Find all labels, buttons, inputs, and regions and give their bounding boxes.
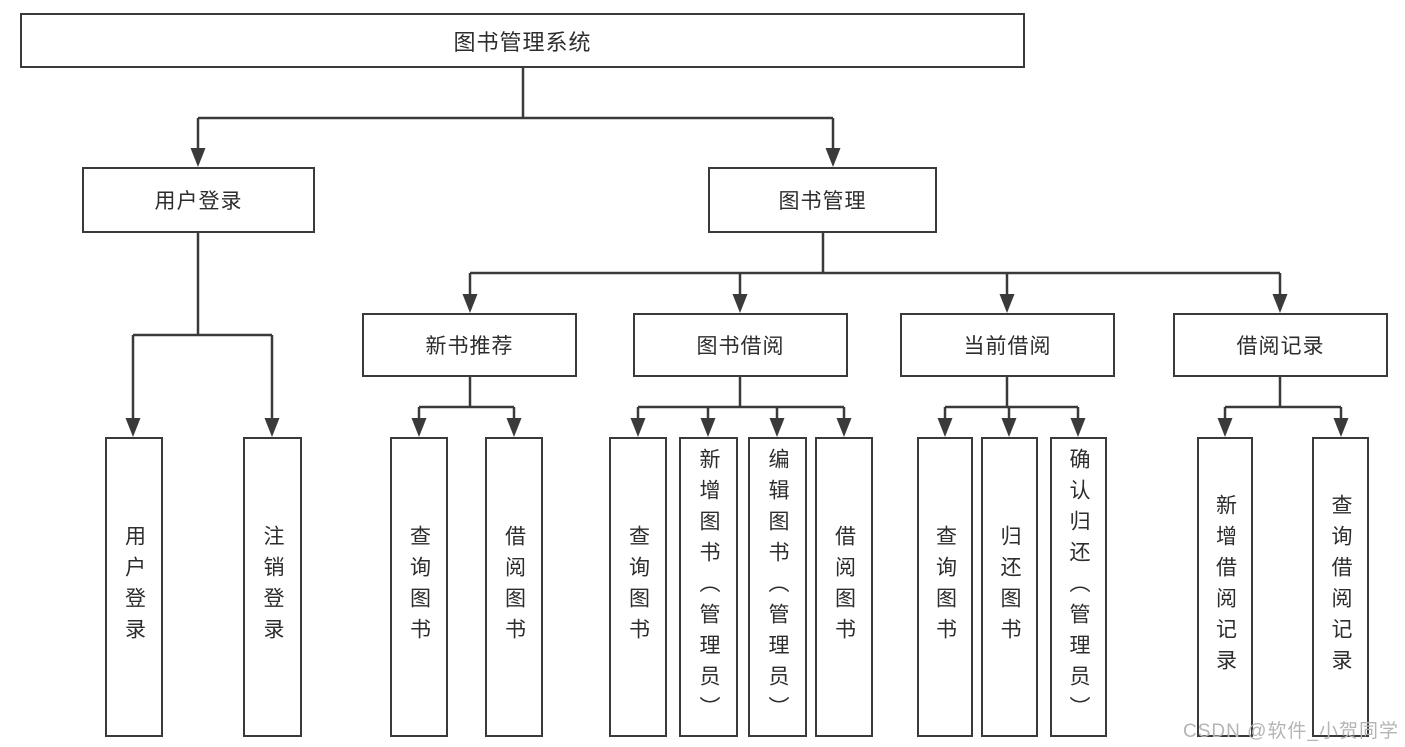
connector-book-borrow bbox=[630, 377, 852, 437]
node-book-borrow: 图书借阅 bbox=[633, 313, 848, 377]
arrowhead bbox=[190, 148, 206, 167]
leaf-return-book: 归还图书 bbox=[981, 437, 1038, 737]
leaf-query-books-current: 查询图书 bbox=[917, 437, 973, 737]
leaf-add-borrow-record: 新增借阅记录 bbox=[1197, 437, 1253, 737]
arrowhead bbox=[769, 418, 785, 437]
leaf-add-book-admin: 新增图书（管理员） bbox=[679, 437, 738, 737]
watermark: CSDN @软件_小贺同学 bbox=[1183, 721, 1399, 742]
node-book-mgmt: 图书管理 bbox=[708, 167, 937, 233]
arrowhead bbox=[411, 418, 427, 437]
arrowhead bbox=[630, 418, 646, 437]
connector-current-borrow bbox=[937, 377, 1086, 437]
arrowhead bbox=[1272, 294, 1288, 313]
arrowhead bbox=[1217, 418, 1233, 437]
arrowhead bbox=[506, 418, 522, 437]
arrowhead bbox=[462, 294, 478, 313]
leaf-query-books-borrow: 查询图书 bbox=[609, 437, 667, 737]
arrowhead bbox=[937, 418, 953, 437]
arrowhead bbox=[1333, 418, 1349, 437]
node-new-book-recommend: 新书推荐 bbox=[362, 313, 577, 377]
leaf-logout: 注销登录 bbox=[243, 437, 302, 737]
arrowhead bbox=[1070, 418, 1086, 437]
arrowhead bbox=[125, 418, 141, 437]
connector-user-login bbox=[125, 233, 280, 437]
arrowhead bbox=[700, 418, 716, 437]
leaf-borrow-books-2: 借阅图书 bbox=[815, 437, 873, 737]
leaf-query-borrow-record: 查询借阅记录 bbox=[1312, 437, 1369, 737]
connector-book-mgmt bbox=[462, 233, 1288, 313]
node-root-system: 图书管理系统 bbox=[20, 13, 1025, 68]
arrowhead bbox=[264, 418, 280, 437]
node-user-login: 用户登录 bbox=[82, 167, 315, 233]
leaf-query-books-recommend: 查询图书 bbox=[390, 437, 448, 737]
arrowhead bbox=[836, 418, 852, 437]
arrowhead bbox=[999, 294, 1015, 313]
connector-root bbox=[190, 68, 841, 167]
node-current-borrow: 当前借阅 bbox=[900, 313, 1115, 377]
leaf-confirm-return-admin: 确认归还（管理员） bbox=[1050, 437, 1107, 737]
arrowhead bbox=[1001, 418, 1017, 437]
leaf-edit-book-admin: 编辑图书（管理员） bbox=[748, 437, 807, 737]
arrowhead bbox=[732, 294, 748, 313]
connector-new-book-recommend bbox=[411, 377, 522, 437]
leaf-borrow-books-recommend: 借阅图书 bbox=[485, 437, 543, 737]
connector-borrow-records bbox=[1217, 377, 1349, 437]
arrowhead bbox=[825, 148, 841, 167]
leaf-user-login: 用户登录 bbox=[105, 437, 163, 737]
node-borrow-records: 借阅记录 bbox=[1173, 313, 1388, 377]
